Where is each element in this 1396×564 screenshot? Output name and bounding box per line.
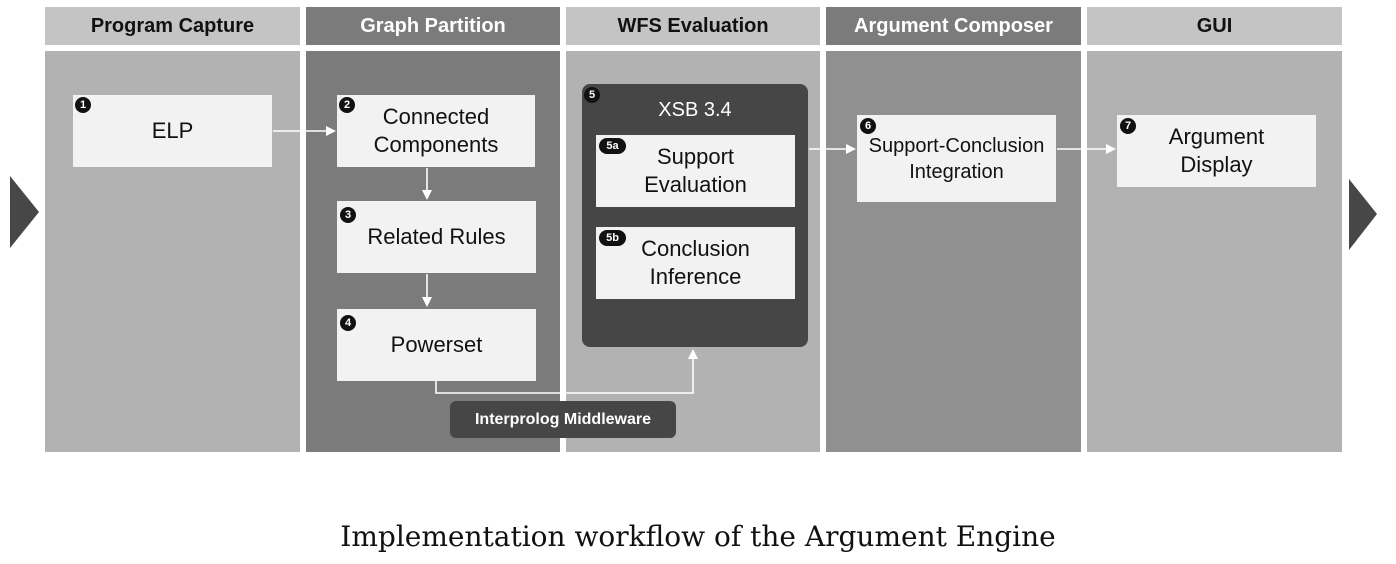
node-support-conclusion-integration-line1: Support-Conclusion (868, 134, 1045, 157)
arrowhead-icon (422, 297, 432, 307)
node-support-conclusion-integration-line2: Integration (909, 160, 1004, 183)
interprolog-middleware-label: Interprolog Middleware (474, 410, 651, 428)
node-support-conclusion-integration: Support-Conclusion Integration (857, 115, 1056, 202)
arrowhead-icon (688, 349, 698, 359)
node-conclusion-inference: Conclusion Inference (596, 227, 795, 299)
node-argument-display: Argument Display (1117, 115, 1316, 187)
node-powerset-label: Powerset (390, 332, 483, 357)
column-header-program-capture: Program Capture (45, 7, 300, 45)
node-related-rules-label: Related Rules (367, 224, 506, 249)
arrowhead-icon (846, 144, 856, 154)
interprolog-middleware: Interprolog Middleware (450, 401, 676, 438)
figure-caption: Implementation workflow of the Argument … (340, 520, 1056, 553)
node-elp: ELP (73, 95, 272, 167)
step-badge-1: 1 (75, 97, 91, 113)
node-support-evaluation-line1: Support (656, 144, 735, 169)
arrowhead-icon (1106, 144, 1116, 154)
left-chevron-icon (10, 176, 39, 248)
xsb-container (582, 84, 808, 347)
right-chevron-icon (1349, 179, 1377, 250)
step-badge-5b: 5b (599, 230, 626, 246)
node-conclusion-inference-line1: Conclusion (641, 236, 750, 261)
node-related-rules: Related Rules (337, 201, 536, 273)
step-badge-2: 2 (339, 97, 355, 113)
node-argument-display-line2: Display (1180, 152, 1253, 177)
arrow-powerset-to-xsb (435, 357, 694, 394)
column-header-argument-composer: Argument Composer (826, 7, 1081, 45)
node-connected-components-line1: Connected (382, 104, 490, 129)
arrowhead-icon (326, 126, 336, 136)
column-header-gui: GUI (1087, 7, 1342, 45)
node-support-evaluation-line2: Evaluation (644, 172, 747, 197)
step-badge-5: 5 (584, 87, 600, 103)
node-powerset: Powerset (337, 309, 536, 381)
xsb-title: XSB 3.4 (658, 99, 732, 121)
step-badge-4: 4 (340, 315, 356, 331)
column-header-wfs-evaluation: WFS Evaluation (566, 7, 820, 45)
step-badge-6: 6 (860, 118, 876, 134)
step-badge-3: 3 (340, 207, 356, 223)
node-connected-components: Connected Components (337, 95, 535, 167)
step-badge-7: 7 (1120, 118, 1136, 134)
arrowhead-icon (422, 190, 432, 200)
node-support-evaluation: Support Evaluation (596, 135, 795, 207)
node-elp-label: ELP (151, 118, 194, 143)
column-header-graph-partition: Graph Partition (306, 7, 560, 45)
node-conclusion-inference-line2: Inference (649, 264, 742, 289)
node-argument-display-line1: Argument (1168, 124, 1265, 149)
step-badge-5a: 5a (599, 138, 626, 154)
node-connected-components-line2: Components (373, 132, 499, 157)
